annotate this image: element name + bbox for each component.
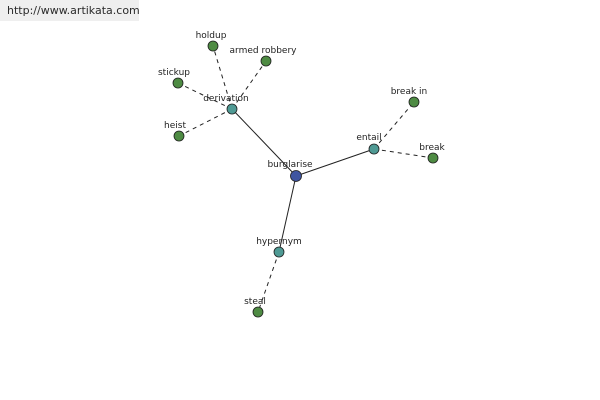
edge-burglarise-hypernym	[278, 175, 297, 253]
node-label-stickup: stickup	[158, 68, 190, 78]
edge-entail-break	[373, 148, 434, 159]
graph-edges	[177, 45, 434, 313]
node-steal[interactable]	[252, 306, 264, 318]
edge-entail-break_in	[373, 101, 415, 150]
edge-hypernym-steal	[257, 251, 280, 313]
edge-derivation-heist	[178, 108, 233, 137]
node-break-in[interactable]	[408, 96, 420, 108]
node-label-entail: entail	[356, 133, 381, 143]
node-label-burglarise: burglarise	[267, 160, 313, 170]
node-label-break: break	[419, 143, 445, 153]
node-entail[interactable]	[368, 143, 380, 155]
edge-derivation-armed_robbery	[231, 60, 267, 110]
node-derivation[interactable]	[226, 103, 238, 115]
edge-derivation-stickup	[177, 82, 233, 110]
node-heist[interactable]	[173, 130, 185, 142]
site-url-banner[interactable]: http://www.artikata.com	[0, 0, 139, 21]
node-armed-robbery[interactable]	[260, 55, 272, 67]
node-label-break-in: break in	[391, 87, 428, 97]
graph-nodes	[172, 40, 439, 318]
node-label-holdup: holdup	[196, 31, 227, 41]
node-label-steal: steal	[244, 297, 266, 307]
node-label-derivation: derivation	[203, 94, 249, 104]
edge-burglarise-derivation	[231, 108, 297, 177]
edge-burglarise-entail	[295, 148, 375, 177]
node-holdup[interactable]	[207, 40, 219, 52]
node-label-hypernym: hypernym	[256, 237, 302, 247]
graph-labels: burglarise derivation entail hypernym holdup…	[158, 31, 446, 307]
node-break[interactable]	[427, 152, 439, 164]
node-label-armed-robbery: armed robbery	[230, 46, 298, 56]
node-label-heist: heist	[164, 121, 186, 131]
node-burglarise[interactable]	[290, 170, 302, 182]
node-hypernym[interactable]	[273, 246, 285, 258]
edge-derivation-holdup	[212, 45, 233, 110]
node-stickup[interactable]	[172, 77, 184, 89]
